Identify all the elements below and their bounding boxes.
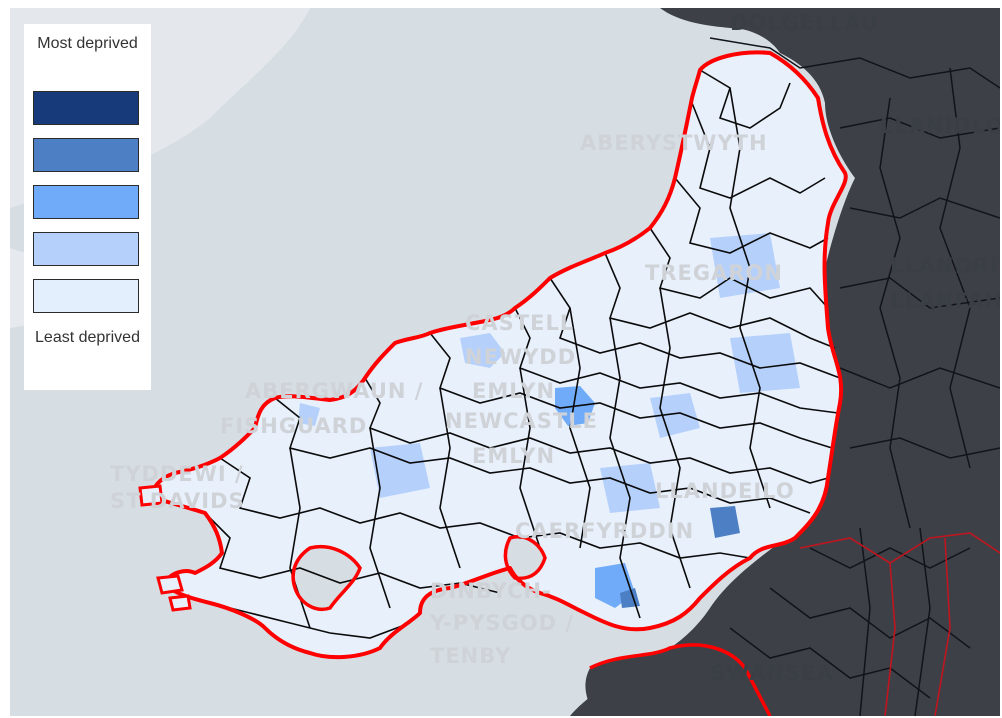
estuary-inlet-outline [503, 535, 547, 581]
legend-most-deprived-label: Most deprived [24, 32, 151, 56]
label-newcastle-5: EMLYN [472, 444, 555, 468]
haven-inlet-outline [291, 545, 362, 611]
neighbouring-land-east [570, 8, 1000, 716]
label-newcastle-2: NEWYDD [465, 345, 576, 369]
label-dolgellau: DOLGELLAU [730, 11, 879, 35]
label-st-davids-1: TYDDEWI / [110, 462, 244, 486]
label-swansea: SWANSEA [710, 661, 834, 685]
gower-outline [589, 643, 772, 716]
legend-top-text: Most deprived [37, 35, 138, 52]
neighbouring-land-south [585, 644, 770, 716]
legend-swatch-middle [33, 185, 139, 219]
legend-swatch-least-deprived [33, 279, 139, 313]
neighbouring-county-boundaries [799, 532, 1000, 716]
label-newcastle-1: CASTELL [465, 311, 574, 335]
legend-swatch-fourth [33, 232, 139, 266]
label-st-davids-2: ST DAVIDS [110, 489, 245, 513]
island-skomer [168, 594, 192, 612]
label-tenby-3: TENBY [430, 644, 511, 668]
legend-bottom-text: Least deprived [35, 329, 140, 346]
label-aberystwyth: ABERYSTWYTH [580, 131, 768, 155]
label-fishguard-1: ABERGWAUN / [245, 379, 423, 403]
label-carmarthen: CAERFYRDDIN [515, 519, 694, 543]
neighbouring-boundaries [709, 37, 1000, 716]
region-red-boundary [151, 50, 848, 660]
label-tenby-1: DINBYCH- [430, 579, 552, 603]
legend-least-deprived-label: Least deprived [24, 326, 151, 350]
island-ramsey [156, 574, 184, 595]
estuary-inlet [505, 536, 545, 579]
label-llandeilo: LLANDEILO [655, 479, 795, 503]
region-district-boundaries [204, 69, 841, 639]
map-canvas[interactable]: ABERYSTWYTH TREGARON TYDDEWI / ST DAVIDS… [10, 8, 1000, 716]
map-svg[interactable]: ABERYSTWYTH TREGARON TYDDEWI / ST DAVIDS… [10, 8, 1000, 716]
label-fishguard-2: FISHGUARD [220, 414, 367, 438]
legend-swatch-second [33, 138, 139, 172]
legend-swatch-most-deprived [33, 91, 139, 125]
label-newcastle-3: EMLYN [472, 379, 555, 403]
label-tenby-2: Y-PYSGOD / [429, 611, 574, 635]
label-newcastle-4: NEWCASTLE [445, 409, 598, 433]
label-llandrindod: LLANDRINDOD [890, 254, 1000, 278]
label-builth: LLANFAIR [890, 289, 1000, 313]
island-north [138, 484, 164, 507]
label-llanidloes: LLANIDLOES [880, 114, 1000, 138]
label-tregaron: TREGARON [645, 261, 783, 285]
map-legend: Most deprived Least deprived [24, 24, 151, 390]
